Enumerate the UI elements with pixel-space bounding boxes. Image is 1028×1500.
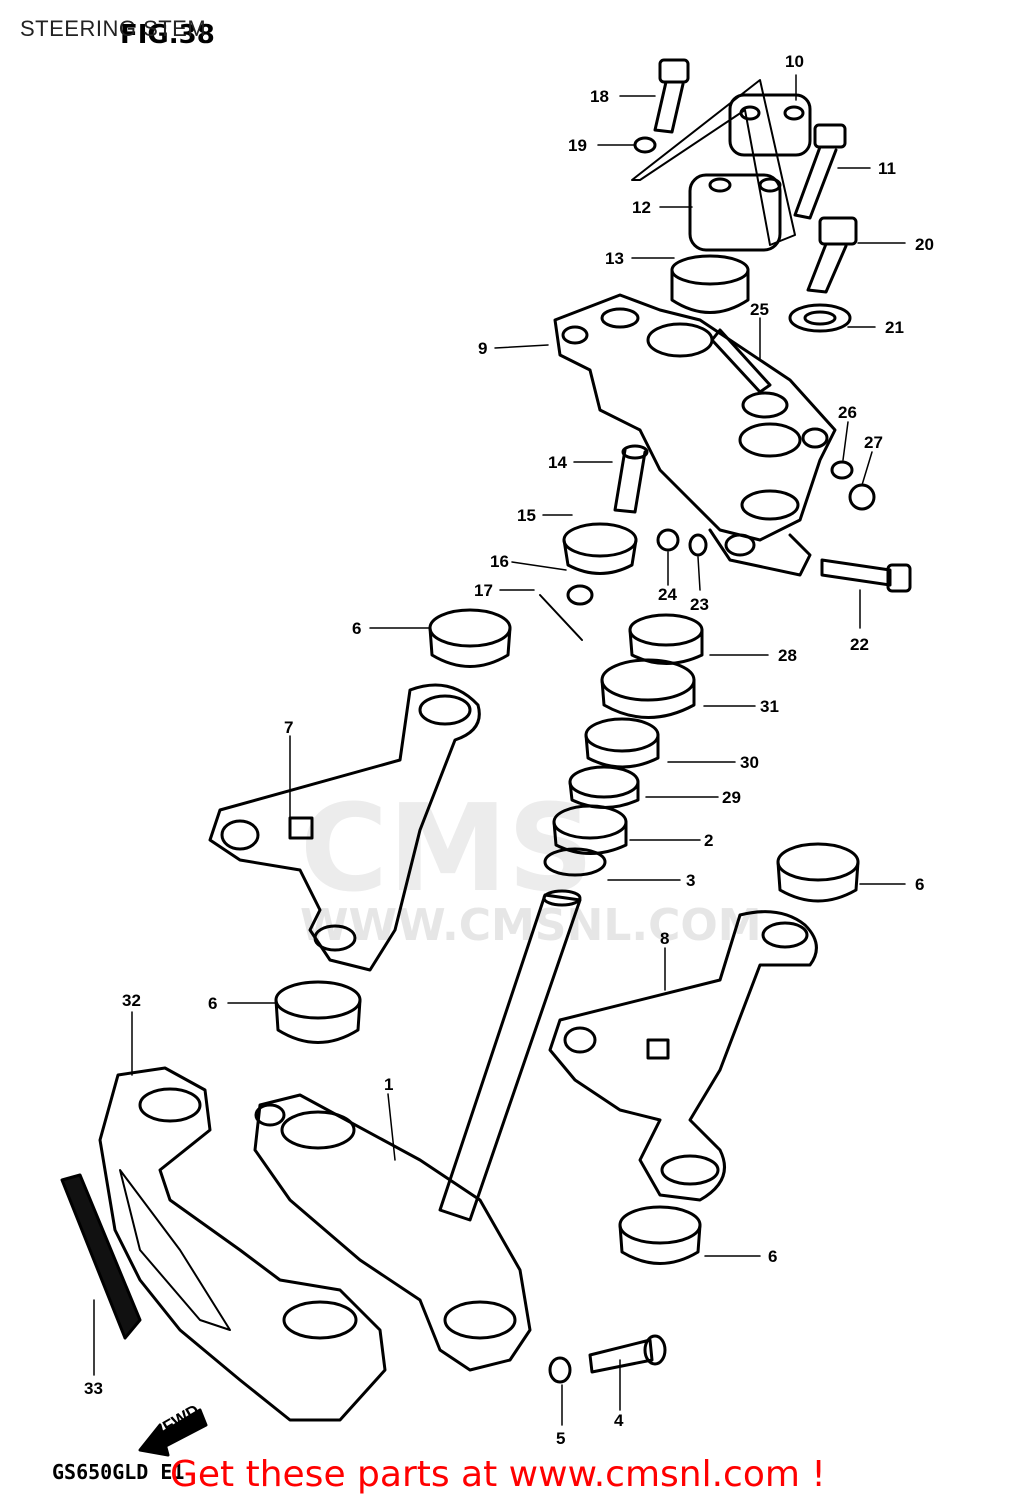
stem-hardware <box>539 444 912 641</box>
callout-3: 3 <box>686 871 695 890</box>
page-title: STEERING STEM <box>20 16 207 41</box>
fwd-arrow <box>138 1408 208 1457</box>
callout-numbers: 18 19 10 11 12 13 20 25 21 9 26 27 14 15… <box>84 52 934 1448</box>
callout-24: 24 <box>658 585 677 604</box>
callout-2: 2 <box>704 831 713 850</box>
callout-6d: 6 <box>768 1247 777 1266</box>
name-plate <box>60 1173 142 1340</box>
callout-11: 11 <box>878 159 896 178</box>
bearing-stack <box>543 613 704 877</box>
callout-32: 32 <box>122 991 141 1010</box>
rubber-bushings <box>274 608 860 1265</box>
steering-stem <box>253 889 582 1372</box>
callout-4: 4 <box>614 1411 624 1430</box>
callout-26: 26 <box>838 403 857 422</box>
callout-30: 30 <box>740 753 759 772</box>
handlebar-clamp-assembly <box>631 79 812 314</box>
upper-bracket <box>553 293 837 577</box>
callout-33: 33 <box>84 1379 103 1398</box>
callout-15: 15 <box>517 506 536 525</box>
callout-18: 18 <box>590 87 609 106</box>
callout-10: 10 <box>785 52 804 71</box>
model-code: GS650GLD E1 <box>52 1460 185 1484</box>
left-bracket <box>208 683 481 972</box>
bottom-fasteners <box>548 1334 667 1384</box>
callout-16: 16 <box>490 552 509 571</box>
callout-6a: 6 <box>352 619 361 638</box>
callout-25: 25 <box>750 300 769 319</box>
callout-27: 27 <box>864 433 883 452</box>
callout-7: 7 <box>284 718 293 737</box>
callout-1: 1 <box>384 1075 393 1094</box>
callout-13: 13 <box>605 249 624 268</box>
callout-19: 19 <box>568 136 587 155</box>
callout-20: 20 <box>915 235 934 254</box>
lower-cover <box>98 1066 387 1422</box>
callout-5: 5 <box>556 1429 565 1448</box>
callout-17: 17 <box>474 581 493 600</box>
callout-12: 12 <box>632 198 651 217</box>
callout-8: 8 <box>660 929 669 948</box>
callout-6c: 6 <box>208 994 217 1013</box>
callout-14: 14 <box>548 453 567 472</box>
callout-21: 21 <box>885 318 904 337</box>
watermark-url: WWW.CMSNL.COM <box>300 900 762 951</box>
callout-29: 29 <box>722 788 741 807</box>
callout-9: 9 <box>478 339 487 358</box>
callout-22: 22 <box>850 635 869 654</box>
callout-31: 31 <box>760 697 779 716</box>
leader-lines <box>93 74 906 1426</box>
callout-6b: 6 <box>915 875 924 894</box>
figure-label: FIG.38 <box>120 20 215 50</box>
promo-link[interactable]: Get these parts at www.cmsnl.com ! <box>170 1454 826 1495</box>
callout-28: 28 <box>778 646 797 665</box>
right-bracket <box>548 910 818 1202</box>
callout-23: 23 <box>690 595 709 614</box>
